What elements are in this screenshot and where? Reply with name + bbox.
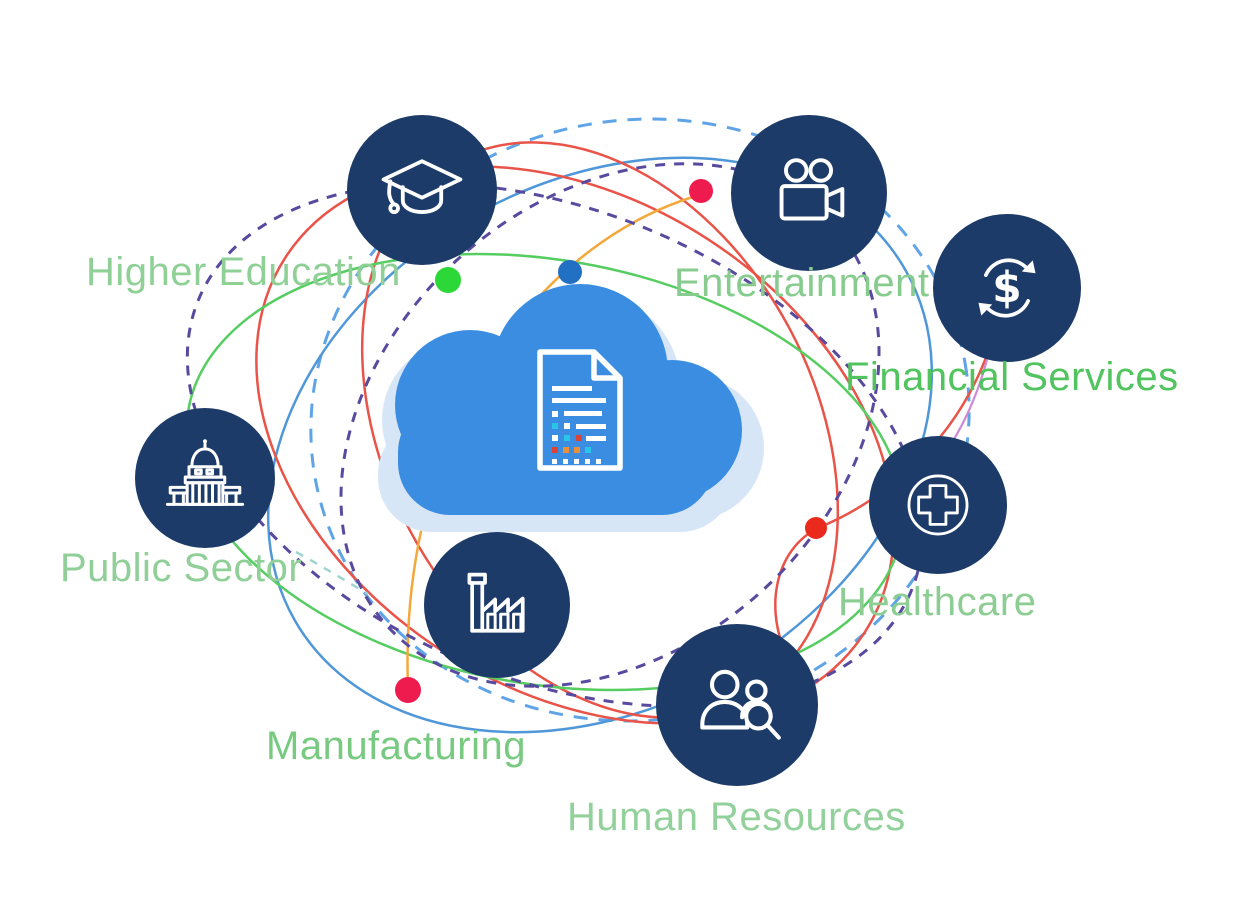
red-orbit-dot-healthcare (805, 517, 827, 539)
dollar-glyph: $ (992, 263, 1021, 312)
orbit-dashed-blue (309, 117, 971, 723)
label-higher-education: Higher Education (86, 250, 401, 294)
node-financial-services: $ (933, 214, 1081, 362)
label-financial-services: Financial Services (845, 355, 1179, 399)
doc-accent-cyan-squares (552, 423, 591, 453)
green-orbit-dot (435, 267, 461, 293)
blue-orbit-dot (558, 260, 582, 284)
crimson-orbit-dot-top (689, 179, 713, 203)
node-higher-education (347, 115, 497, 265)
label-public-sector: Public Sector (60, 546, 303, 590)
video-camera-icon (779, 158, 845, 221)
node-human-resources (656, 624, 818, 786)
node-entertainment (731, 115, 887, 271)
medical-cross-icon (907, 474, 969, 536)
crimson-orbit-dot-bottom (395, 677, 421, 703)
document-icon (537, 349, 623, 471)
people-search-icon (700, 669, 781, 740)
capitol-building-icon (165, 439, 245, 506)
doc-accent-orange-squares (563, 447, 580, 453)
label-entertainment: Entertainment (674, 261, 930, 305)
label-human-resources: Human Resources (567, 795, 906, 839)
node-public-sector (135, 408, 275, 548)
cloud-icon (395, 284, 742, 515)
dollar-cycle-icon: $ (978, 258, 1036, 318)
graduation-cap-icon (381, 159, 463, 214)
factory-icon (467, 572, 525, 633)
doc-accent-red-squares (552, 435, 582, 453)
node-manufacturing (424, 532, 570, 678)
label-manufacturing: Manufacturing (266, 724, 526, 768)
node-healthcare (869, 436, 1007, 574)
label-healthcare: Healthcare (838, 580, 1037, 624)
